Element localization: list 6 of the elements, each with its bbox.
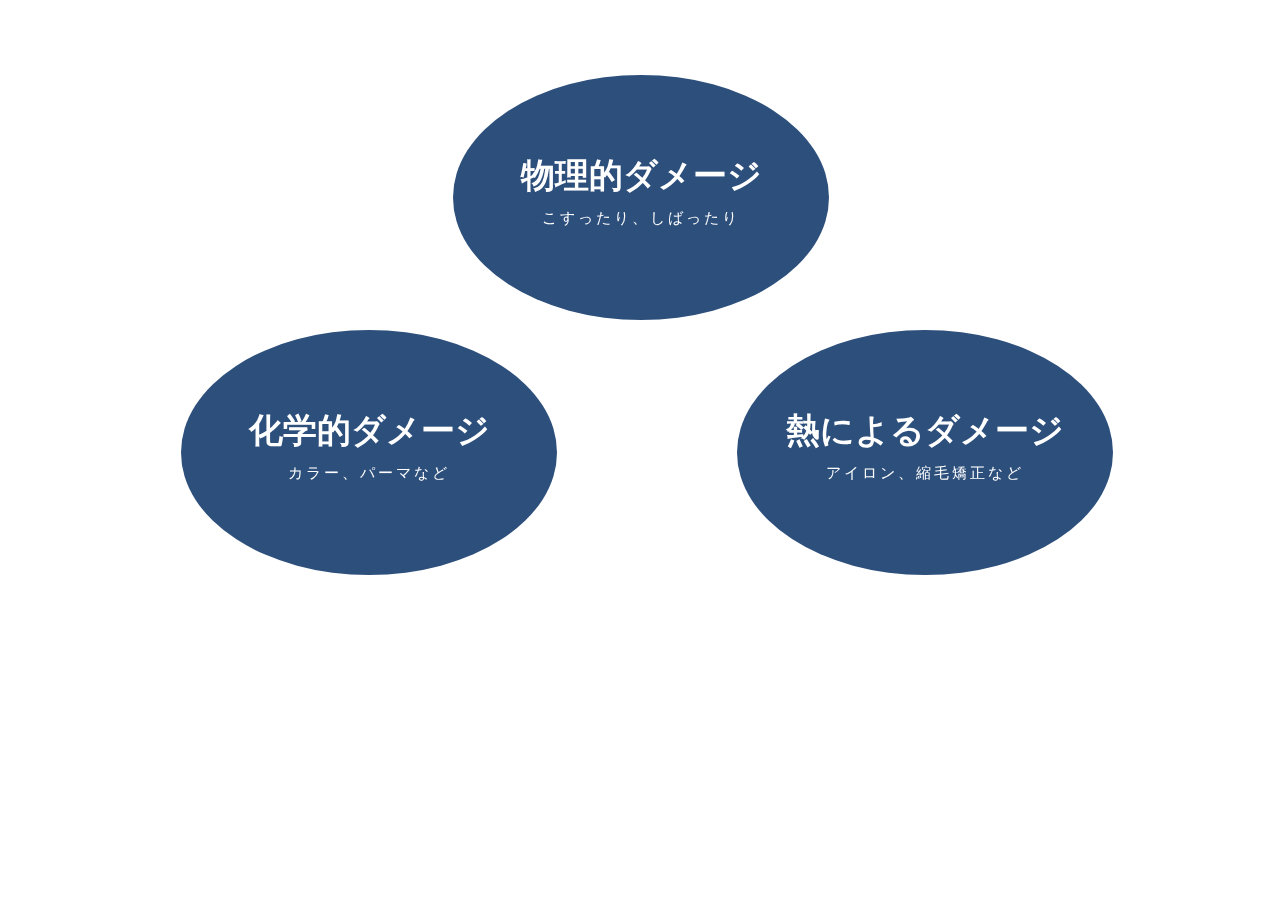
category-title: 物理的ダメージ — [520, 154, 762, 197]
example-text: カラー、パーマなど — [288, 464, 450, 483]
example-text: こすったり、しばったり — [542, 209, 740, 228]
example-text: アイロン、縮毛矯正など — [826, 464, 1024, 483]
category-title: 化学的ダメージ — [248, 409, 490, 452]
category-title: 熱によるダメージ — [786, 409, 1064, 452]
